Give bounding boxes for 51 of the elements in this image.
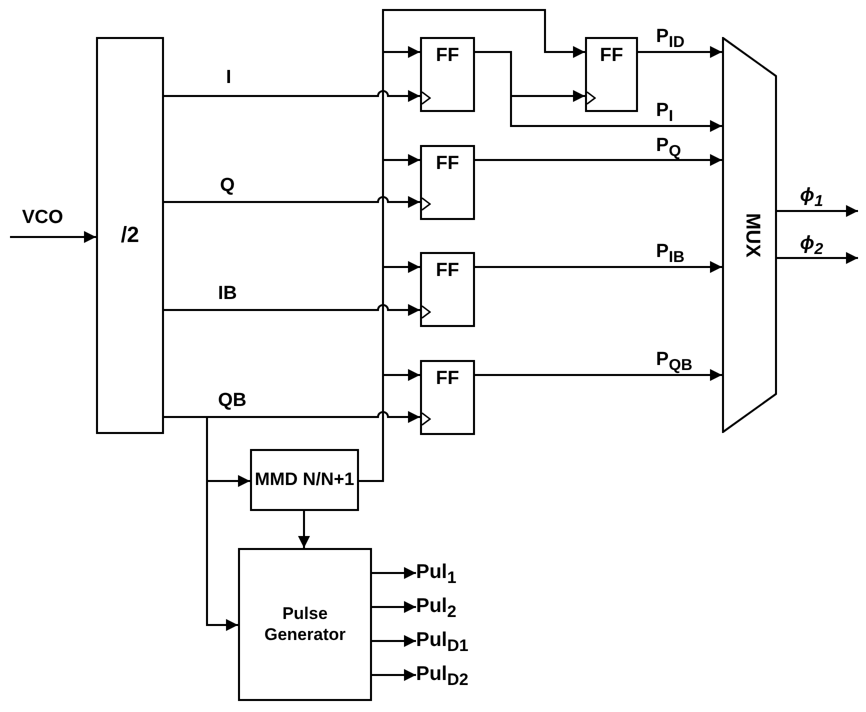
flip-flop-box (420, 252, 475, 327)
edge-label: P$_{ID}$ (656, 27, 685, 51)
block-label: FF (436, 260, 460, 283)
edge-label: ϕ$_{1}$ (800, 186, 824, 210)
edge-label: P$_{I}$ (656, 101, 674, 125)
arrow (372, 669, 416, 681)
arrow (372, 635, 416, 647)
block-label: MMD N/N+1 (254, 469, 354, 491)
edge-label: I (226, 68, 232, 87)
divider-block (96, 37, 164, 434)
block-label: /2 (120, 222, 140, 249)
arrow (475, 51, 722, 132)
arrow (475, 261, 722, 273)
block-label: FF (436, 45, 460, 68)
edge-label: Q (220, 176, 235, 195)
edge-label: IB (218, 284, 237, 303)
arrow (164, 416, 238, 631)
multiplexer-block (722, 37, 777, 433)
arrow (777, 252, 858, 264)
flip-flop-box (420, 37, 475, 112)
flip-flop-box (585, 37, 638, 112)
signal-label: Pul$_{D2}$ (416, 664, 468, 689)
edge-label: P$_{QB}$ (656, 350, 692, 374)
arrow (475, 369, 722, 381)
block-label: Pulse Generator (263, 604, 347, 645)
edge-label: ϕ$_{2}$ (800, 234, 824, 258)
edge-label: P$_{Q}$ (656, 136, 681, 160)
signal-label: Pul$_{1}$ (416, 562, 456, 587)
block-label: FF (436, 153, 460, 176)
divider-block (250, 449, 359, 511)
arrow (372, 601, 416, 613)
flip-flop-box (420, 145, 475, 220)
block-label: FF (436, 368, 460, 391)
pulse-generator-block (238, 548, 372, 701)
flip-flop-box (420, 360, 475, 435)
arrow (298, 511, 310, 548)
edge-label: P$_{IB}$ (656, 242, 685, 266)
arrow (164, 90, 420, 102)
signal-label: Pul$_{2}$ (416, 596, 456, 621)
arrow (777, 205, 858, 217)
edge-label: QB (218, 391, 246, 410)
arrow (638, 46, 722, 58)
arrow (372, 567, 416, 579)
signal-label: Pul$_{D1}$ (416, 630, 468, 655)
edge-label: VCO (22, 208, 64, 227)
arrow (164, 304, 420, 316)
arrow (475, 154, 722, 166)
arrow (10, 231, 96, 243)
block-label: FF (600, 45, 624, 68)
arrow (164, 196, 420, 208)
block-label: MUX (740, 212, 764, 258)
